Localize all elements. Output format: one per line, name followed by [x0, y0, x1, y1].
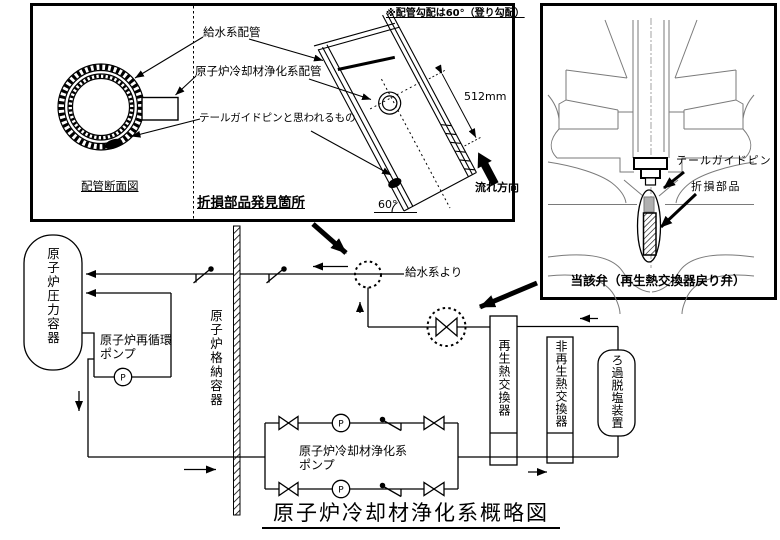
tail-guide-pin-mark — [104, 138, 123, 150]
cuw-pump-symbol-2 — [331, 479, 351, 499]
discovery-location-caption: 折損部品発見箇所 — [197, 195, 305, 211]
return-valve-symbol — [435, 316, 458, 338]
filter-demineralizer-shape — [597, 349, 636, 437]
regen-hx-shape — [489, 315, 518, 466]
cuw-pump-label-line2: ポンプ — [299, 457, 335, 472]
recirc-pump-letter: P — [120, 374, 126, 384]
broken-part-label: 折損部品 — [691, 180, 741, 193]
cuw-pipe-label: 原子炉冷却材浄化系配管 — [195, 64, 322, 78]
recirc-pump-label-line1: 原子炉再循環 — [100, 333, 173, 347]
angle-label: 60° — [378, 198, 398, 211]
cuw-pump-label-line1: 原子炉冷却材浄化系 — [299, 444, 408, 458]
valve-stem-parts — [633, 157, 668, 186]
check-valve-feedwater-1 — [193, 266, 214, 284]
pipe-section-caption: 配管断面図 — [81, 179, 139, 193]
angle-arc — [391, 202, 398, 213]
flow-direction-arrow-icon — [477, 152, 499, 186]
recirculation-loop — [82, 289, 172, 387]
feedwater-from-label: 給水系より — [405, 265, 463, 279]
cuw-pump-letter-2: P — [338, 486, 344, 496]
dimension-line — [434, 64, 477, 138]
broken-part-shape — [642, 212, 657, 256]
containment-vessel-label: 原子炉格納容器 — [208, 309, 223, 407]
nozzle-hole — [378, 91, 402, 115]
non-regen-hx-label: 非再生熱交換器 — [553, 340, 568, 428]
valve-inset-box — [540, 3, 777, 315]
tilted-pipe-elevation — [313, 10, 499, 212]
check-valve-feedwater-2 — [266, 266, 287, 284]
valve-cutaway-right-half — [651, 19, 755, 315]
valve-inset-caption: 当該弁（再生熱交換器戻り弁） — [570, 273, 746, 288]
page-title: 原子炉冷却材浄化系概略図 — [262, 501, 560, 529]
broken-part-mark — [388, 177, 402, 189]
tail-guide-pin-label: テールガイドピン — [676, 154, 772, 167]
cuw-pump-branch-top — [278, 413, 445, 433]
containment-wall — [233, 225, 241, 516]
cuw-pump-letter-1: P — [338, 420, 344, 430]
valve-cutaway-drawing — [547, 19, 755, 315]
dimension-label: 512mm — [464, 90, 507, 103]
callout-arrow-left-inset-icon — [311, 222, 348, 255]
reactor-pressure-vessel-shape — [23, 234, 83, 371]
broken-part-callout-arrow-icon — [659, 192, 698, 229]
recirc-pump-label-line2: ポンプ — [100, 347, 136, 361]
cuw-pump-symbol-1 — [331, 413, 351, 433]
right-inset-border — [540, 3, 777, 300]
main-schematic — [23, 222, 636, 516]
cuw-pump-branch-bottom — [278, 479, 445, 499]
tail-guide-pin-guess-label: テールガイドピンと思われるもの — [199, 112, 356, 124]
cuw-nozzle-shape — [141, 96, 179, 121]
leader-arrows — [131, 36, 392, 176]
flow-direction-label: 流れ方向 — [475, 181, 519, 194]
pipe-cross-section — [57, 63, 179, 151]
cuw-suction-line — [87, 358, 94, 457]
tail-guide-pin-shape — [643, 196, 655, 213]
filter-demineralizer-label: ろ過脱塩装置 — [609, 354, 624, 429]
weld-seam — [337, 55, 396, 71]
reactor-pressure-vessel-label: 原子炉圧力容器 — [45, 247, 60, 345]
recirc-pump-symbol — [113, 367, 133, 387]
feedwater-pipe-label: 給水系配管 — [203, 25, 261, 39]
callout-arrow-right-inset-icon — [479, 280, 538, 310]
feedwater-junction-highlight — [354, 260, 382, 289]
return-valve-highlight — [426, 307, 467, 347]
pin-callout-arrow-icon — [663, 170, 685, 190]
pipe-slope-note: ※配管勾配は60°（登り勾配） — [386, 8, 525, 19]
regen-hx-label: 再生熱交換器 — [496, 339, 511, 417]
non-regen-hx-shape — [546, 336, 574, 464]
left-inset-border — [30, 3, 515, 222]
pipe-section-inset-box — [30, 3, 515, 222]
valve-cutaway-left-half — [547, 19, 651, 315]
